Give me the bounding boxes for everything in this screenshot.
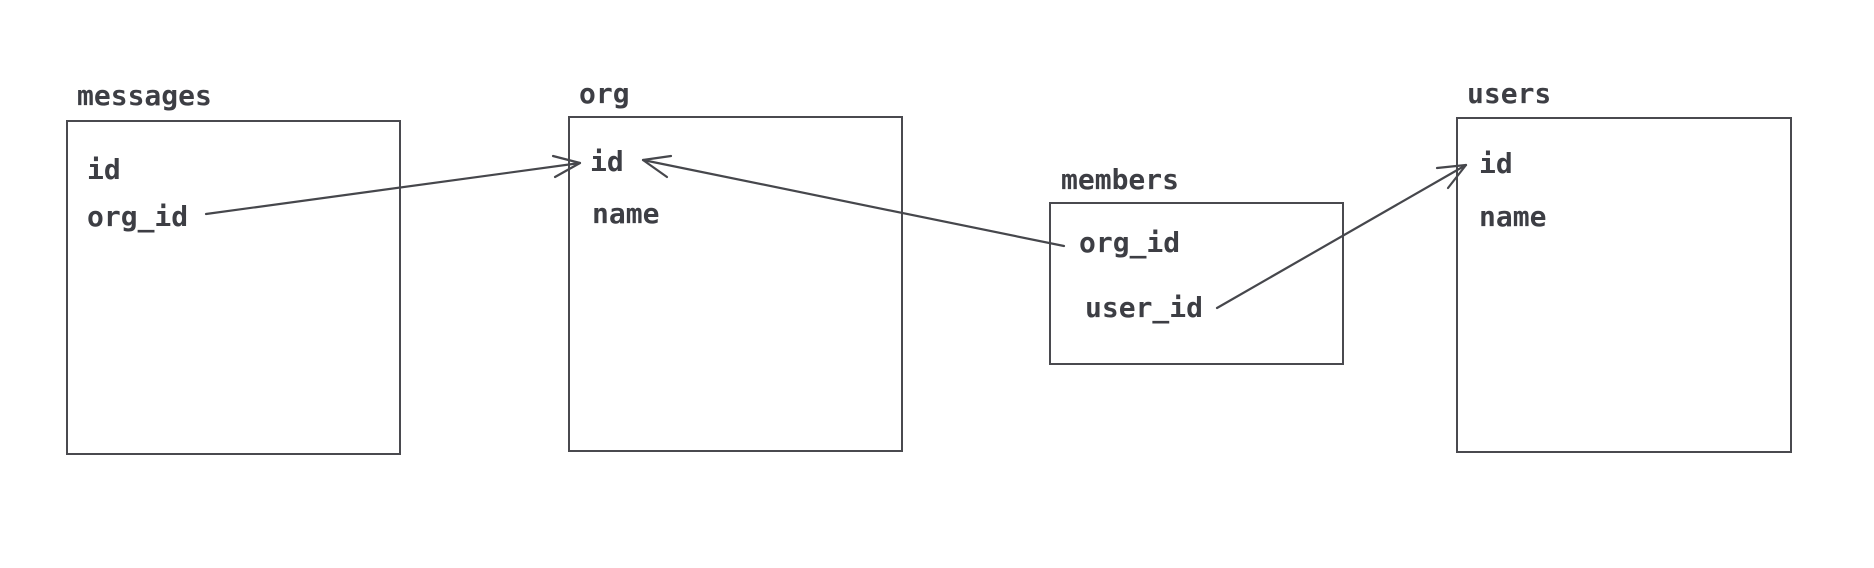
table-box-messages (66, 120, 401, 455)
table-title-members: members (1061, 163, 1180, 196)
field-members-user-id: user_id (1085, 291, 1204, 324)
table-title-org: org (579, 77, 630, 110)
field-users-name: name (1479, 200, 1547, 233)
table-title-messages: messages (77, 79, 212, 112)
field-messages-org-id: org_id (87, 200, 189, 233)
table-box-members (1049, 202, 1344, 365)
field-org-id: id (590, 145, 624, 178)
field-org-name: name (592, 197, 660, 230)
field-users-id: id (1479, 147, 1513, 180)
relation-line-messages-org (204, 161, 582, 216)
relation-line-members-org (641, 158, 1066, 248)
arrowhead-members-org (641, 154, 673, 179)
field-messages-id: id (87, 153, 121, 186)
arrowhead-messages-org (551, 154, 582, 179)
table-title-users: users (1467, 77, 1552, 110)
relation-line-members-users (1215, 163, 1468, 310)
table-box-org (568, 116, 903, 452)
field-members-org-id: org_id (1079, 226, 1181, 259)
arrowhead-members-users (1435, 163, 1468, 190)
table-box-users (1456, 117, 1792, 453)
